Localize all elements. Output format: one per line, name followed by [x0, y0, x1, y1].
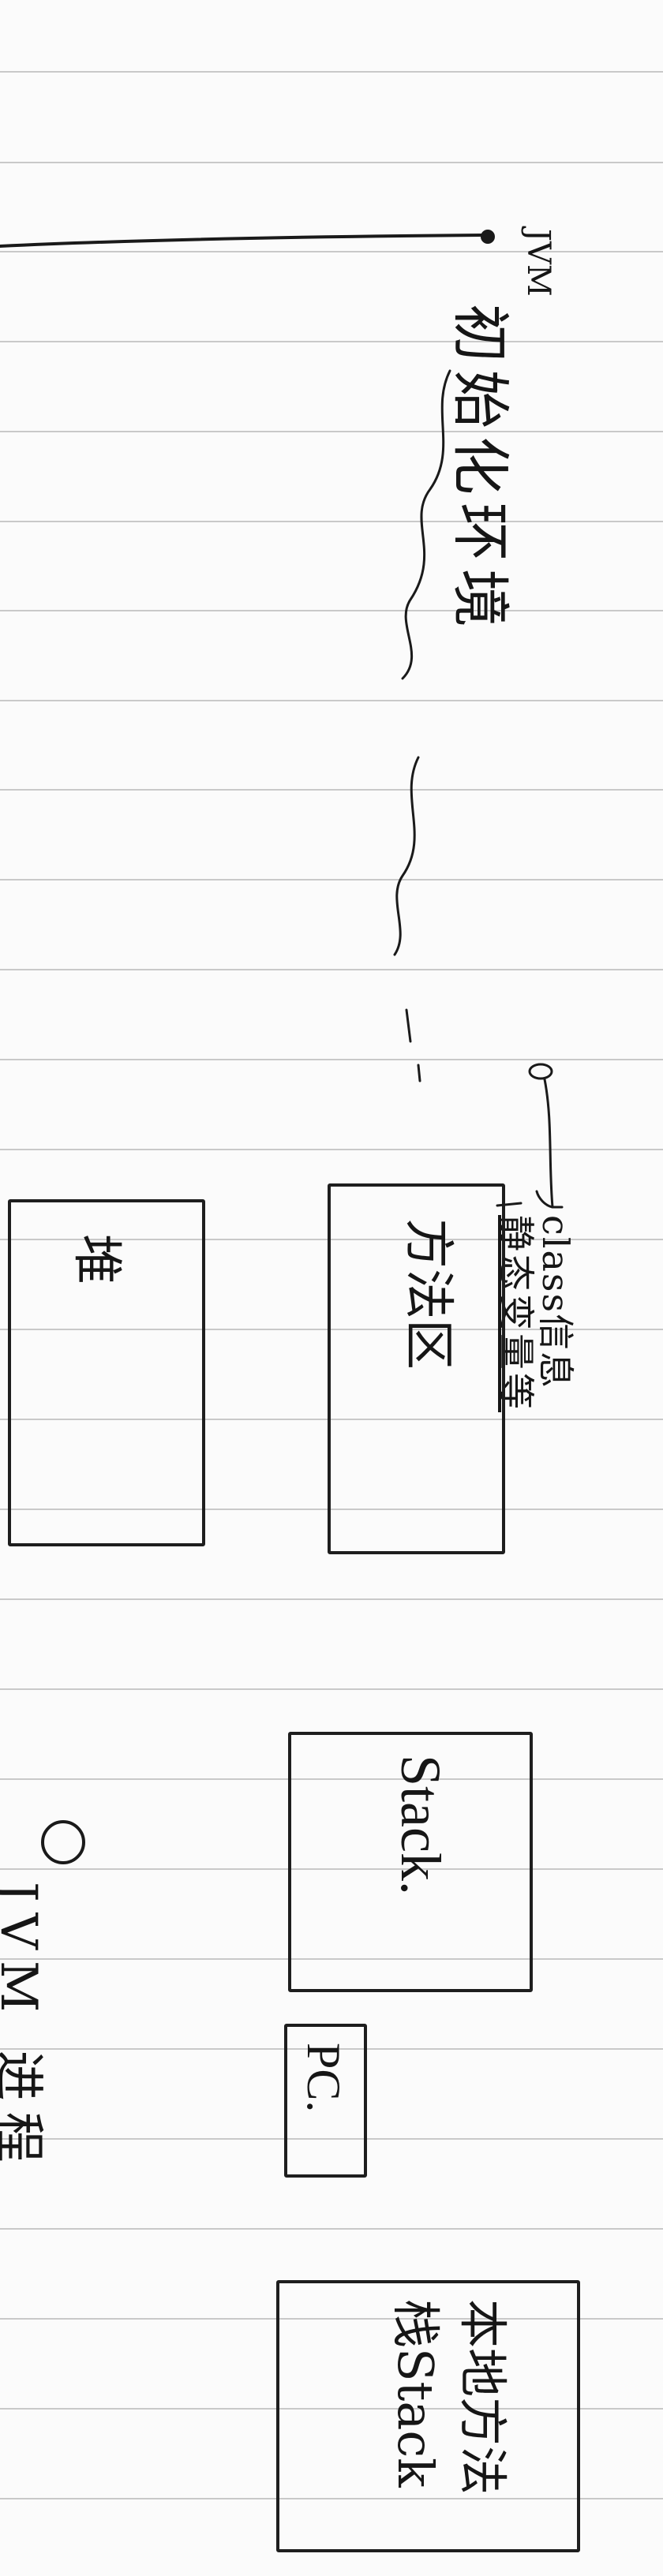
- rule-line: [0, 431, 663, 432]
- rule-line: [0, 610, 663, 611]
- rule-line: [0, 1329, 663, 1330]
- rule-line: [0, 1958, 663, 1960]
- rule-line: [0, 1868, 663, 1870]
- method-area-box: 方法区: [328, 1183, 505, 1554]
- start-dot: [481, 230, 495, 244]
- rule-line: [0, 71, 663, 73]
- rule-line: [0, 879, 663, 880]
- wavy-bracket: [393, 369, 451, 1082]
- pc-register-box: PC.: [284, 2024, 367, 2178]
- rule-line: [0, 341, 663, 342]
- stack-box: Stack.: [288, 1732, 533, 1992]
- rule-line: [0, 1778, 663, 1780]
- rule-line: [0, 1419, 663, 1420]
- rule-line: [0, 251, 663, 252]
- rule-line: [0, 2318, 663, 2320]
- timeline-line: [0, 234, 483, 248]
- rule-line: [0, 700, 663, 701]
- rule-line: [0, 2498, 663, 2499]
- arrow-icon: [535, 1078, 564, 1209]
- native-method-stack-label: 本地方法栈Stack: [387, 2299, 511, 2496]
- stack-label: Stack.: [389, 1755, 452, 1895]
- native-method-stack-box: 本地方法栈Stack: [276, 2280, 580, 2552]
- rule-line: [0, 969, 663, 970]
- rule-line: [0, 1598, 663, 1600]
- heap-box: 堆: [8, 1199, 205, 1546]
- rule-line: [0, 1059, 663, 1060]
- rule-line: [0, 789, 663, 791]
- rule-line: [0, 162, 663, 163]
- arrow-start-ring: [528, 1063, 553, 1080]
- rule-line: [0, 1149, 663, 1150]
- rule-line: [0, 1239, 663, 1240]
- jvm-label: JVM: [520, 229, 556, 297]
- circle-icon: [41, 1820, 85, 1864]
- rule-line: [0, 1509, 663, 1510]
- init-environment-text: 初始化环境: [446, 304, 514, 635]
- heap-label: 堆: [67, 1234, 125, 1284]
- pc-label: PC.: [298, 2043, 350, 2113]
- rule-line: [0, 2408, 663, 2410]
- method-area-label: 方法区: [399, 1218, 457, 1370]
- rule-line: [0, 2228, 663, 2230]
- rule-line: [0, 521, 663, 522]
- rule-line: [0, 2138, 663, 2140]
- rule-line: [0, 2048, 663, 2050]
- jvm-process-label: JVM 进程: [0, 1882, 47, 2174]
- rule-line: [0, 1688, 663, 1690]
